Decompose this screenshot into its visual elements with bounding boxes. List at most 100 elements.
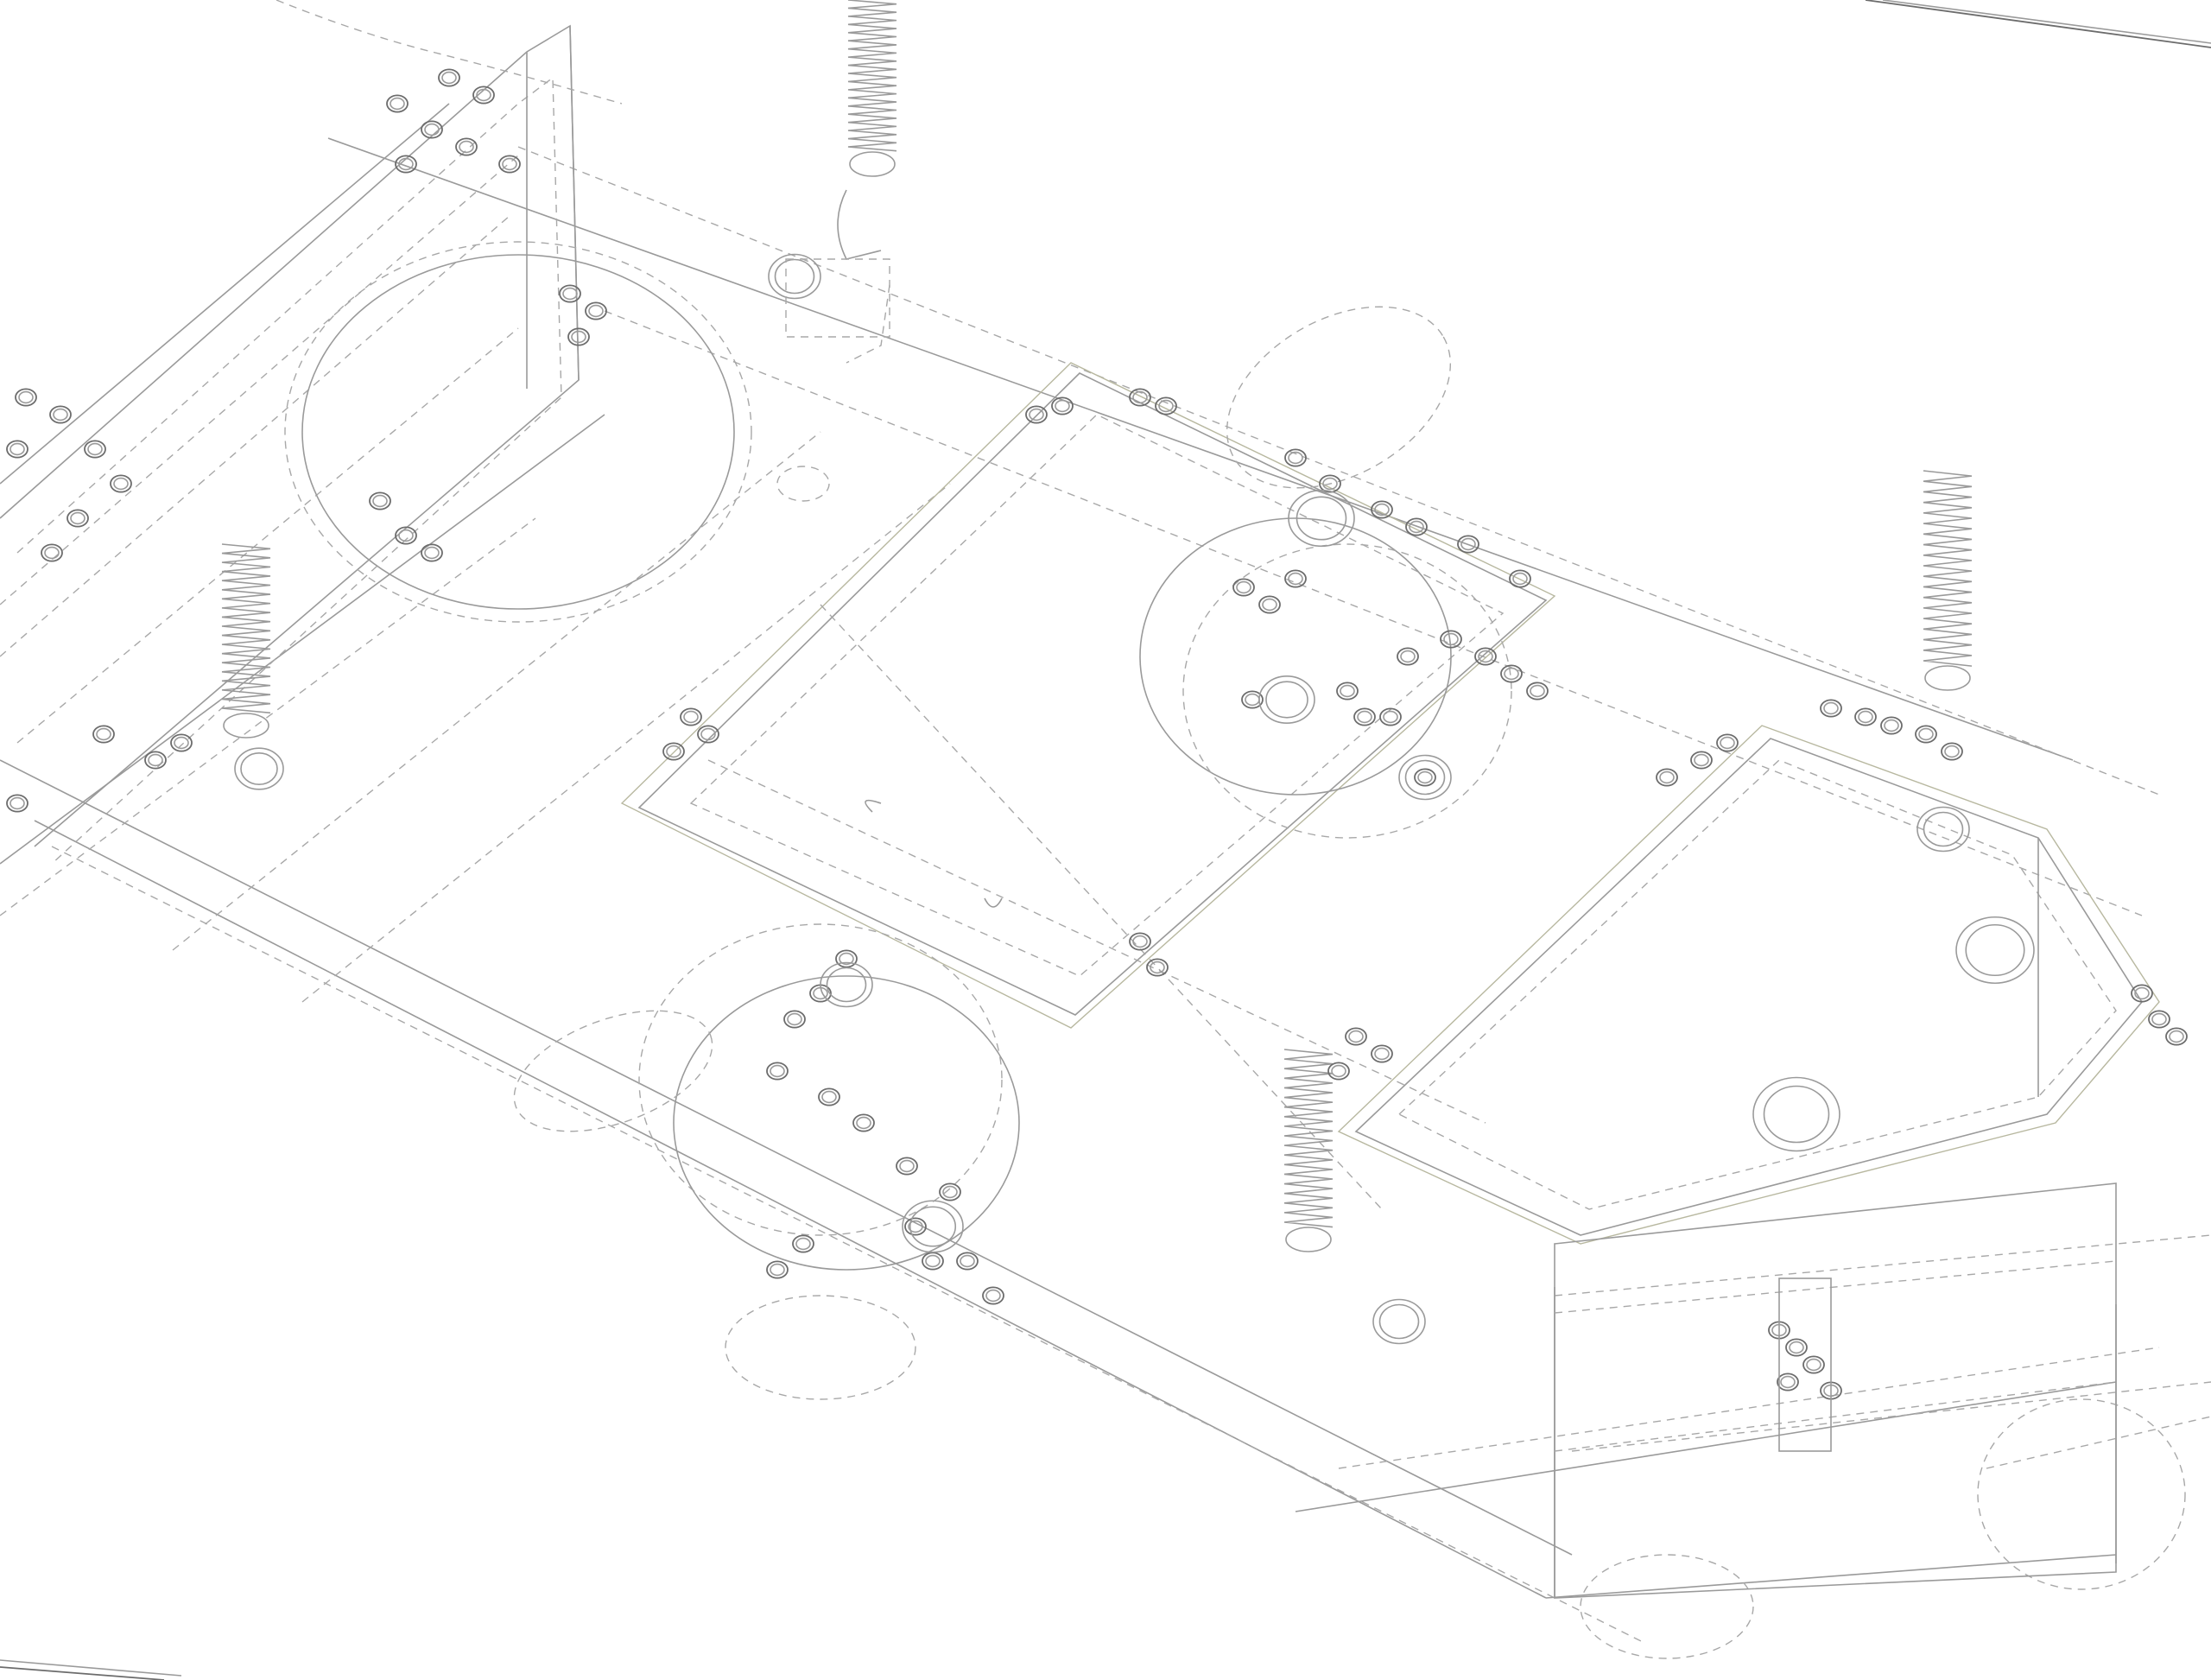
bolt-icon <box>395 526 417 545</box>
bolt-icon <box>821 1090 837 1104</box>
bolt-icon <box>770 1263 785 1277</box>
bolt-icon <box>1785 1338 1808 1357</box>
bolt-icon <box>1155 396 1177 415</box>
bolt-icon <box>783 1010 806 1029</box>
bolt-icon <box>386 94 409 113</box>
bolt-icon <box>1460 537 1476 551</box>
bolt-icon <box>700 727 716 741</box>
bolt-icon <box>1780 1375 1796 1389</box>
spring-coil <box>1283 1049 1334 1228</box>
bolt-icon <box>1288 451 1303 465</box>
ring-fitting-icon <box>234 747 284 790</box>
bolt-icon <box>1880 716 1903 735</box>
bolt-icon <box>1457 535 1479 554</box>
bolt-icon <box>1371 1044 1393 1063</box>
bolt-icon <box>1150 960 1165 974</box>
ring-fitting-icon <box>902 1200 964 1253</box>
bolt-icon <box>766 1062 789 1081</box>
bolt-icon <box>1374 1047 1390 1061</box>
bolt-icon <box>1944 745 1960 758</box>
bolt-icon <box>1720 736 1735 750</box>
spring-hook <box>1285 1227 1332 1252</box>
ring-fitting-icon <box>820 961 873 1008</box>
bolt-icon <box>1409 520 1424 534</box>
bolt-icon <box>1322 477 1338 491</box>
spring-coil <box>1923 470 1973 667</box>
bolt-icon <box>1397 647 1419 666</box>
bolt-icon <box>1379 707 1402 726</box>
bolt-icon <box>1258 595 1281 614</box>
rear-carriage <box>1554 1182 2117 1599</box>
bolt-icon <box>398 529 414 542</box>
bolt-icon <box>1941 742 1963 761</box>
bolt-icon <box>2148 1010 2170 1029</box>
bolt-icon <box>1820 699 1842 718</box>
bolt-icon <box>1509 569 1531 588</box>
bolt-icon <box>1690 751 1713 770</box>
bolt-icon <box>424 123 440 136</box>
bolt-icon <box>1806 1358 1821 1372</box>
bolt-icon <box>459 140 474 154</box>
bolt-icon <box>1319 474 1341 493</box>
hose-detail <box>276 0 890 364</box>
bolt-icon <box>1656 768 1678 787</box>
bolt-icon <box>92 725 115 744</box>
bolt-icon <box>10 796 25 810</box>
bolt-icon <box>559 284 581 303</box>
bolt-icon <box>148 753 163 767</box>
ring-fitting-icon <box>1923 811 1964 847</box>
ring-fitting-icon <box>1296 496 1347 541</box>
bolt-icon <box>2151 1012 2167 1026</box>
spring-hook <box>1924 665 1971 691</box>
ring-fitting-icon <box>1265 681 1308 719</box>
bolt-icon <box>588 304 604 318</box>
bolt-icon <box>10 442 25 456</box>
bolt-icon <box>956 1252 979 1271</box>
bolt-icon <box>455 137 478 156</box>
bolt-icon <box>985 1289 1001 1303</box>
bolt-icon <box>6 440 29 459</box>
bolt-icon <box>795 1237 811 1251</box>
bolt-icon <box>1051 396 1074 415</box>
bolt-icon <box>1357 710 1372 724</box>
bolt-icon <box>908 1220 923 1233</box>
bolt-icon <box>1284 448 1307 467</box>
bolt-icon <box>1694 753 1709 767</box>
bolt-icon <box>1371 500 1393 519</box>
bolt-icon <box>441 71 457 85</box>
bolt-icon <box>372 494 388 508</box>
bolt-icon <box>585 301 607 320</box>
front-panel-right <box>1337 725 2160 1245</box>
bolt-icon <box>1374 503 1390 517</box>
bolt-icon <box>1262 598 1277 612</box>
bolt-icon <box>1918 727 1934 741</box>
bolt-icon <box>395 155 417 174</box>
ring-fitting-icon <box>1763 1085 1830 1144</box>
bolt-icon <box>697 725 719 744</box>
bolt-icon <box>2131 984 2153 1003</box>
bolt-icon <box>839 952 854 966</box>
bolt-icon <box>856 1116 871 1130</box>
bolt-icon <box>144 751 167 770</box>
bolt-icon <box>84 440 106 459</box>
ring-fitting-icon <box>768 253 821 300</box>
bottom-left-edge <box>0 1659 182 1680</box>
bolt-icon <box>1340 684 1355 698</box>
bolt-icon <box>1383 710 1398 724</box>
bolt-icon <box>1245 693 1260 707</box>
bolt-icon <box>421 120 443 139</box>
bolt-icon <box>680 707 702 726</box>
bolt-icon <box>1348 1030 1364 1043</box>
bolt-icon <box>2169 1030 2184 1043</box>
bolt-icon <box>1400 650 1416 663</box>
bolt-icon <box>1915 725 1937 744</box>
bolt-icon <box>1345 1027 1367 1046</box>
bolt-icon <box>110 474 132 493</box>
bolt-icon <box>1146 958 1169 977</box>
bolt-icon <box>44 546 60 560</box>
bolt-icon <box>904 1217 927 1236</box>
bolt-icon <box>53 408 68 422</box>
left-frame-tower <box>0 24 580 865</box>
bolt-icon <box>41 543 63 562</box>
